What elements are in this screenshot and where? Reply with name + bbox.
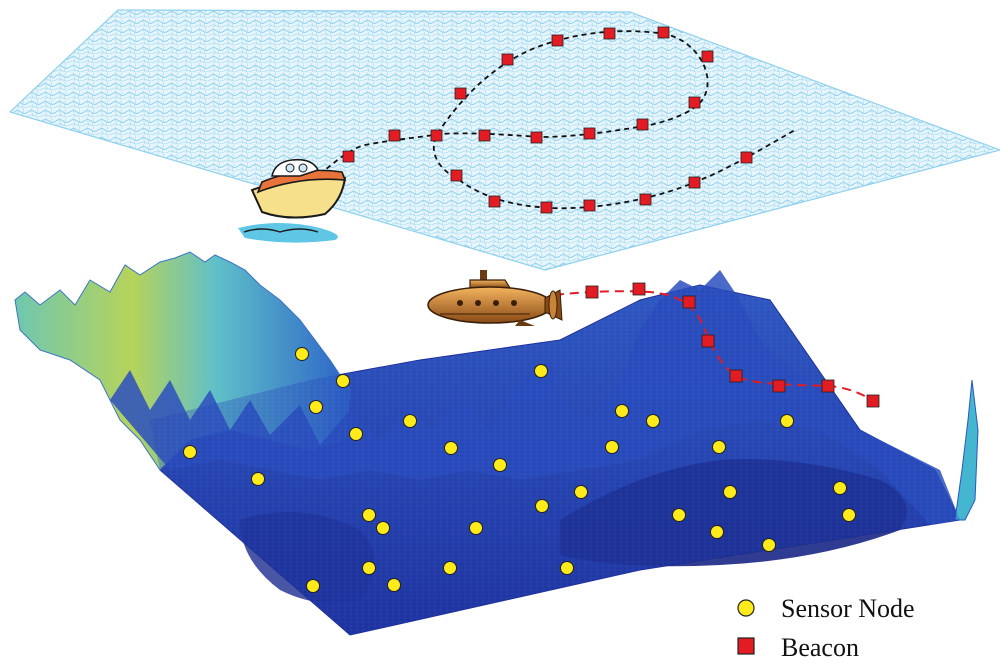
beacon-marker: [551, 34, 564, 47]
submarine-icon: [427, 270, 563, 326]
sensor-node-marker: [362, 508, 376, 522]
beacon-marker: [821, 379, 835, 393]
beacon-marker: [583, 199, 596, 212]
beacon-marker: [729, 369, 743, 383]
beacon-marker: [866, 394, 880, 408]
sensor-node-marker: [710, 525, 724, 539]
beacon-marker: [454, 87, 467, 100]
beacon-marker: [450, 169, 463, 182]
sensor-node-marker: [403, 414, 417, 428]
sensor-node-marker: [183, 445, 197, 459]
beacon-marker: [772, 379, 786, 393]
sensor-node-marker: [534, 364, 548, 378]
beacon-marker: [740, 151, 753, 164]
beacon-marker: [688, 96, 701, 109]
beacon-marker: [430, 129, 443, 142]
beacon-marker: [701, 334, 715, 348]
beacon-marker: [585, 285, 599, 299]
submarine-path: [554, 282, 881, 408]
legend-item-sensor: Sensor Node: [737, 594, 915, 623]
sensor-node-marker: [833, 481, 847, 495]
sensor-node-marker: [560, 561, 574, 575]
surface-vessel-path: [304, 30, 796, 210]
legend-sensor-marker: [737, 599, 755, 617]
beacon-marker: [501, 53, 514, 66]
sensor-node-marker: [349, 427, 363, 441]
boat-icon: [238, 158, 347, 243]
sea-surface: [8, 9, 1000, 271]
beacon-marker: [530, 131, 543, 144]
sensor-node-marker: [309, 400, 323, 414]
beacon-marker: [603, 27, 616, 40]
beacon-marker: [682, 295, 696, 309]
beacon-marker: [540, 201, 553, 214]
sensor-node-marker: [672, 508, 686, 522]
sensor-nodes: [183, 347, 856, 593]
beacon-marker: [636, 118, 649, 131]
beacon-marker: [701, 50, 714, 63]
sensor-node-marker: [646, 414, 660, 428]
seabed-terrain: [14, 251, 979, 636]
beacon-marker: [657, 26, 670, 39]
sensor-node-marker: [762, 538, 776, 552]
beacon-marker: [342, 150, 355, 163]
sensor-node-marker: [712, 440, 726, 454]
sensor-node-marker: [842, 508, 856, 522]
sensor-node-marker: [493, 458, 507, 472]
legend-item-beacon: Beacon: [737, 633, 859, 662]
sensor-node-marker: [723, 485, 737, 499]
beacon-marker: [632, 282, 646, 296]
beacon-marker: [688, 176, 701, 189]
sensor-node-marker: [605, 440, 619, 454]
sensor-node-marker: [443, 561, 457, 575]
legend-beacon-marker: [737, 637, 755, 655]
beacon-marker: [639, 193, 652, 206]
sensor-node-marker: [444, 441, 458, 455]
sensor-node-marker: [535, 499, 549, 513]
sensor-node-marker: [376, 521, 390, 535]
sensor-node-marker: [387, 578, 401, 592]
surface-beacons: [342, 26, 753, 214]
sensor-node-marker: [780, 414, 794, 428]
sensor-node-marker: [362, 561, 376, 575]
sensor-node-marker: [306, 579, 320, 593]
beacon-marker: [488, 195, 501, 208]
sensor-node-marker: [251, 472, 265, 486]
legend-beacon-label: Beacon: [781, 633, 859, 662]
sensor-node-marker: [295, 347, 309, 361]
sensor-node-marker: [469, 521, 483, 535]
legend: Sensor Node Beacon: [737, 594, 915, 662]
beacon-marker: [388, 129, 401, 142]
sensor-node-marker: [574, 485, 588, 499]
beacon-marker: [478, 129, 491, 142]
legend-sensor-label: Sensor Node: [781, 594, 915, 623]
sensor-node-marker: [615, 404, 629, 418]
sensor-node-marker: [336, 374, 350, 388]
beacon-marker: [583, 127, 596, 140]
